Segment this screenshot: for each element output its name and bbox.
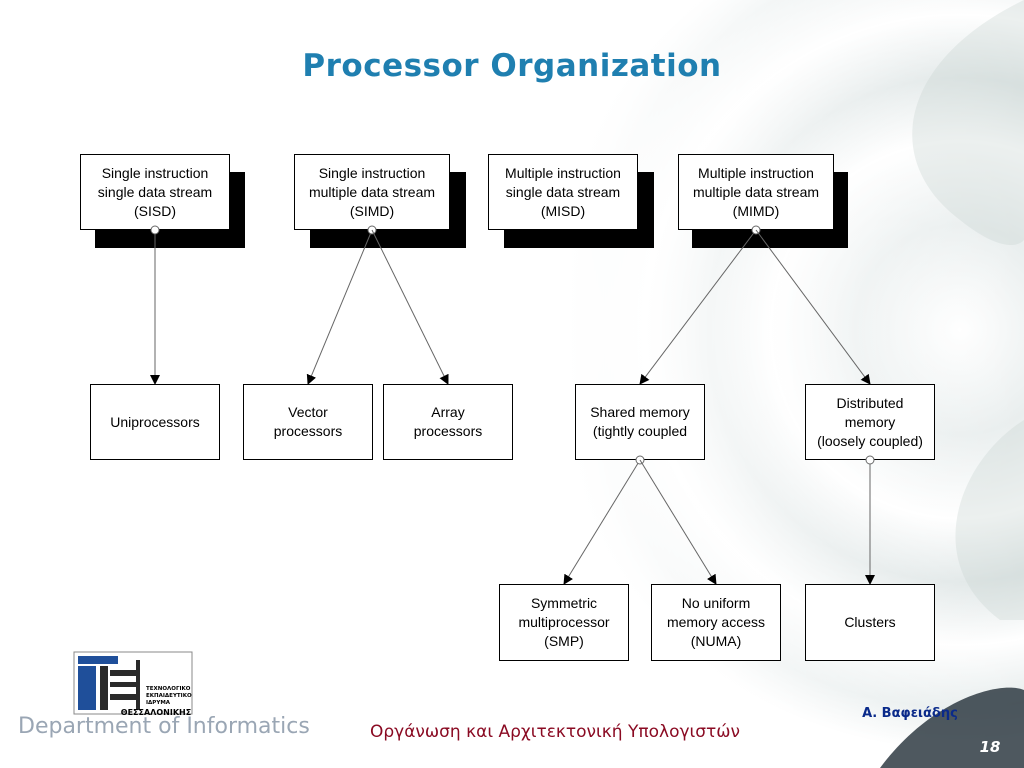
node-shared-memory-label: Shared memory (tightly coupled [590, 404, 690, 439]
node-uniprocessors-label: Uniprocessors [110, 413, 200, 430]
node-simd: Single instruction multiple data stream … [294, 154, 450, 230]
node-clusters: Clusters [805, 584, 935, 661]
edge-mimd-to-distributed [755, 229, 871, 385]
logo-line-3: ΙΔΡΥΜΑ [146, 700, 171, 706]
node-mimd: Multiple instruction multiple data strea… [678, 154, 834, 230]
footer-author: Α. Βαφειάδης [862, 706, 958, 721]
node-vector-processors-label: Vector processors [273, 404, 343, 439]
department-label: Department of Informatics [18, 714, 310, 739]
tei-logo [73, 651, 193, 715]
node-sisd: Single instruction single data stream (S… [80, 154, 230, 230]
node-array-processors-label: Array processors [413, 404, 483, 439]
logo-line-2: ΕΚΠΑΙΔΕΥΤΙΚΟ [146, 693, 192, 699]
node-simd-label: Single instruction multiple data stream … [308, 164, 436, 219]
node-sisd-label: Single instruction single data stream (S… [97, 164, 213, 219]
slide-title: Processor Organization [302, 48, 722, 84]
connector-sisd [150, 225, 160, 235]
node-uniprocessors: Uniprocessors [90, 384, 220, 460]
logo-name: ΘΕΣΣΑΛΟΝΙΚΗΣ [120, 708, 192, 717]
node-misd: Multiple instruction single data stream … [488, 154, 638, 230]
node-clusters-label: Clusters [844, 614, 896, 630]
node-distributed-memory-label: Distributed memory (loosely coupled) [817, 394, 923, 449]
edge-shared-to-numa [639, 459, 717, 585]
node-distributed-memory: Distributed memory (loosely coupled) [805, 384, 935, 460]
page-number: 18 [979, 738, 1001, 756]
node-numa: No uniform memory access (NUMA) [651, 584, 781, 661]
node-mimd-label: Multiple instruction multiple data strea… [692, 164, 820, 219]
logo-line-1: ΤΕΧΝΟΛΟΓΙΚΟ [146, 686, 191, 692]
edge-simd-to-vector [306, 229, 373, 385]
node-numa-label: No uniform memory access (NUMA) [666, 595, 766, 649]
node-smp: Symmetric multiprocessor (SMP) [499, 584, 629, 661]
node-smp-label: Symmetric multiprocessor (SMP) [518, 595, 610, 649]
edge-simd-to-array [371, 229, 449, 385]
node-array-processors: Array processors [383, 384, 513, 460]
footer-course-title: Οργάνωση και Αρχιτεκτονική Υπολογιστών [369, 722, 741, 742]
node-shared-memory: Shared memory (tightly coupled [575, 384, 705, 460]
node-misd-label: Multiple instruction single data stream … [505, 164, 621, 219]
edge-shared-to-smp [563, 459, 641, 585]
node-vector-processors: Vector processors [243, 384, 373, 460]
edge-mimd-to-shared [639, 229, 757, 385]
connector-distributed [865, 455, 875, 465]
